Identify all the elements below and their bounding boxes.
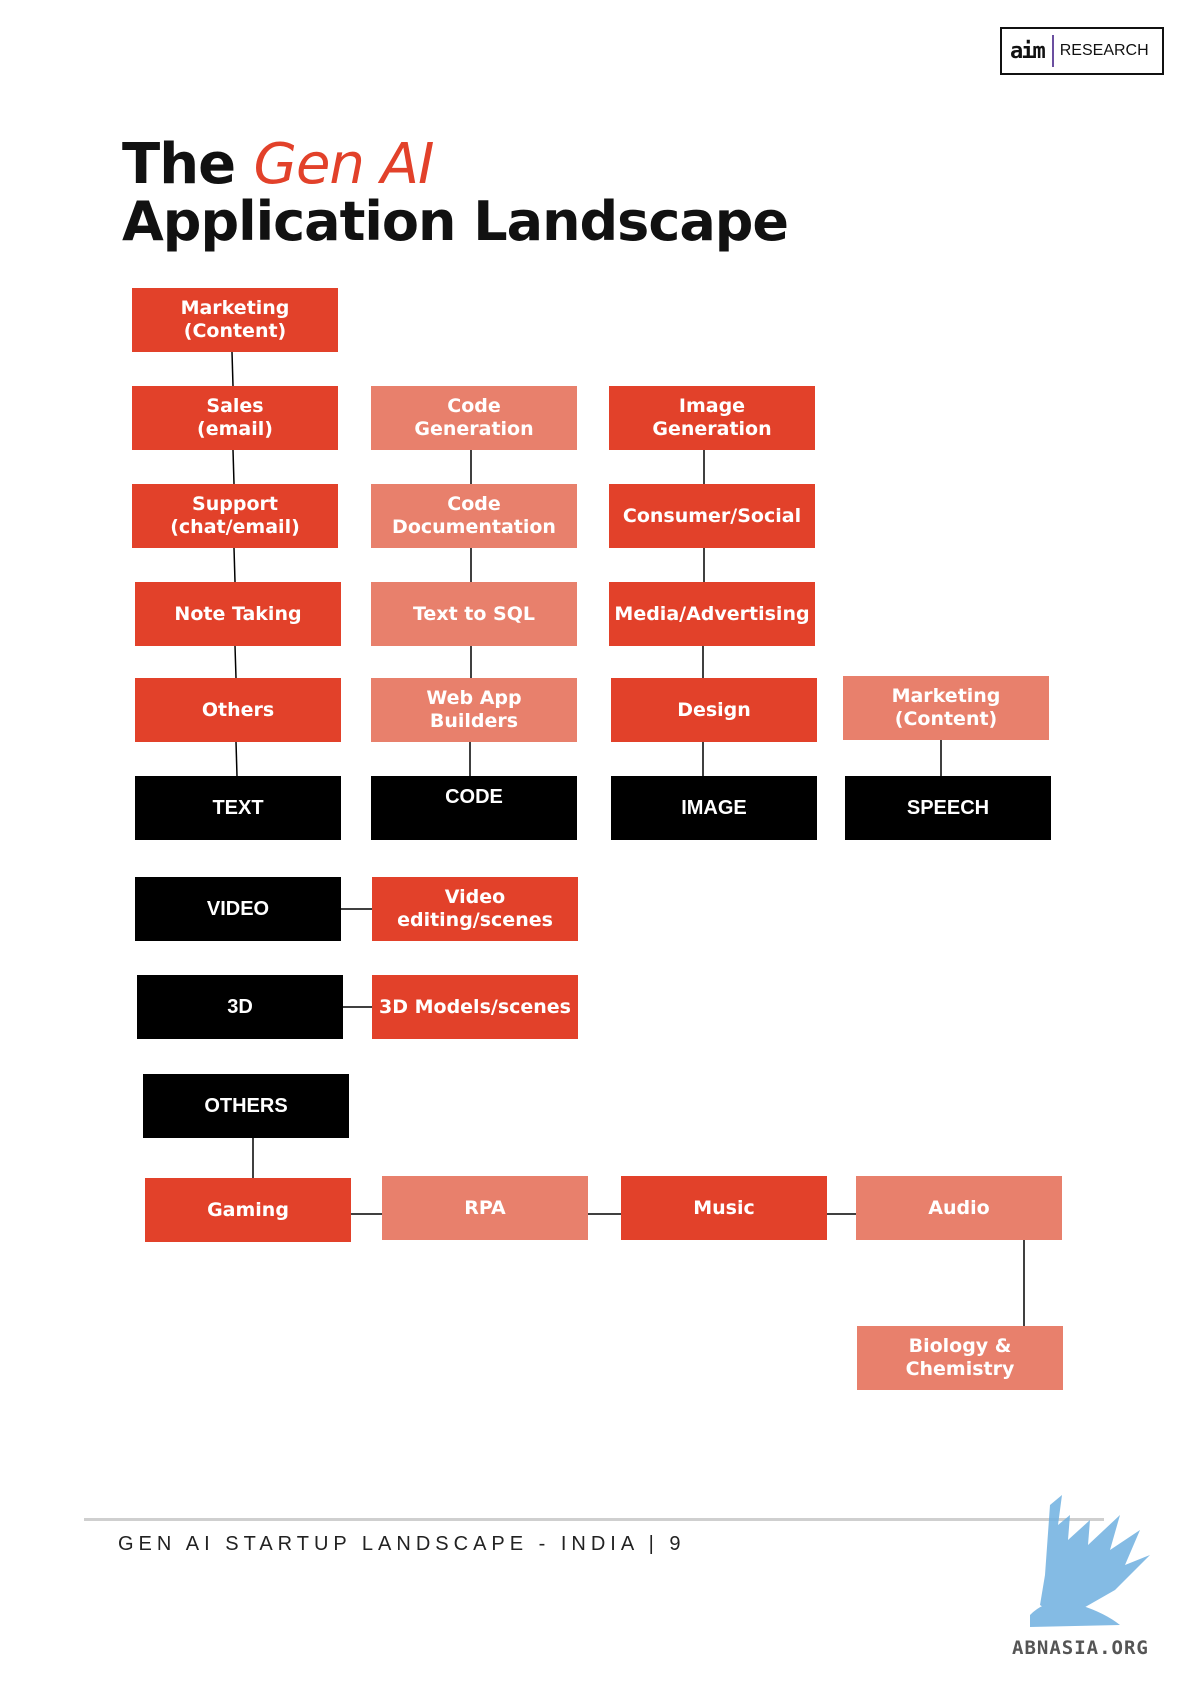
link-others-text [235,741,238,777]
node-image-generation: Image Generation [609,386,815,450]
node-music: Music [621,1176,827,1240]
link-sales-support [232,449,235,485]
page-title-line-1: The Gen AI [122,132,435,197]
node-note-taking: Note Taking [135,582,341,646]
node-marketing-content-speech: Marketing (Content) [843,676,1049,740]
logo-divider [1051,35,1054,67]
aim-research-logo: aim RESEARCH [1000,27,1164,75]
footer-divider [84,1518,1104,1521]
title-highlight: Gen AI [253,132,435,197]
footer-text: GEN AI STARTUP LANDSCAPE - INDIA | 9 [118,1533,686,1555]
category-others: OTHERS [143,1074,349,1138]
node-rpa: RPA [382,1176,588,1240]
node-media-advertising: Media/Advertising [609,582,815,646]
node-video-editing-scenes: Video editing/scenes [372,877,578,941]
node-web-app-builders: Web App Builders [371,678,577,742]
node-gaming: Gaming [145,1178,351,1242]
aim-logo-mark: aim [1010,38,1046,64]
node-text-to-sql: Text to SQL [371,582,577,646]
category-speech: SPEECH [845,776,1051,840]
logo-research-text: RESEARCH [1059,42,1149,59]
node-others-text: Others [135,678,341,742]
node-biology-chemistry: Biology & Chemistry [857,1326,1063,1390]
watermark-text: ABNASIA.ORG [1012,1637,1149,1659]
category-code: CODE [371,776,577,840]
node-3d-models-scenes: 3D Models/scenes [372,975,578,1039]
link-support-notetaking [233,547,236,583]
node-code-generation: Code Generation [371,386,577,450]
griffin-watermark-icon [1030,1495,1150,1627]
node-consumer-social: Consumer/Social [609,484,815,548]
category-video: VIDEO [135,877,341,941]
page-title-line-2: Application Landscape [122,190,789,253]
node-design: Design [611,678,817,742]
link-notetaking-others [234,645,237,679]
title-prefix: The [122,132,254,197]
node-code-documentation: Code Documentation [371,484,577,548]
category-image: IMAGE [611,776,817,840]
node-marketing-content: Marketing (Content) [132,288,338,352]
link-marketing-sales [231,351,234,387]
category-text: TEXT [135,776,341,840]
node-audio: Audio [856,1176,1062,1240]
category-3d: 3D [137,975,343,1039]
node-support-chat-email: Support (chat/email) [132,484,338,548]
node-sales-email: Sales (email) [132,386,338,450]
